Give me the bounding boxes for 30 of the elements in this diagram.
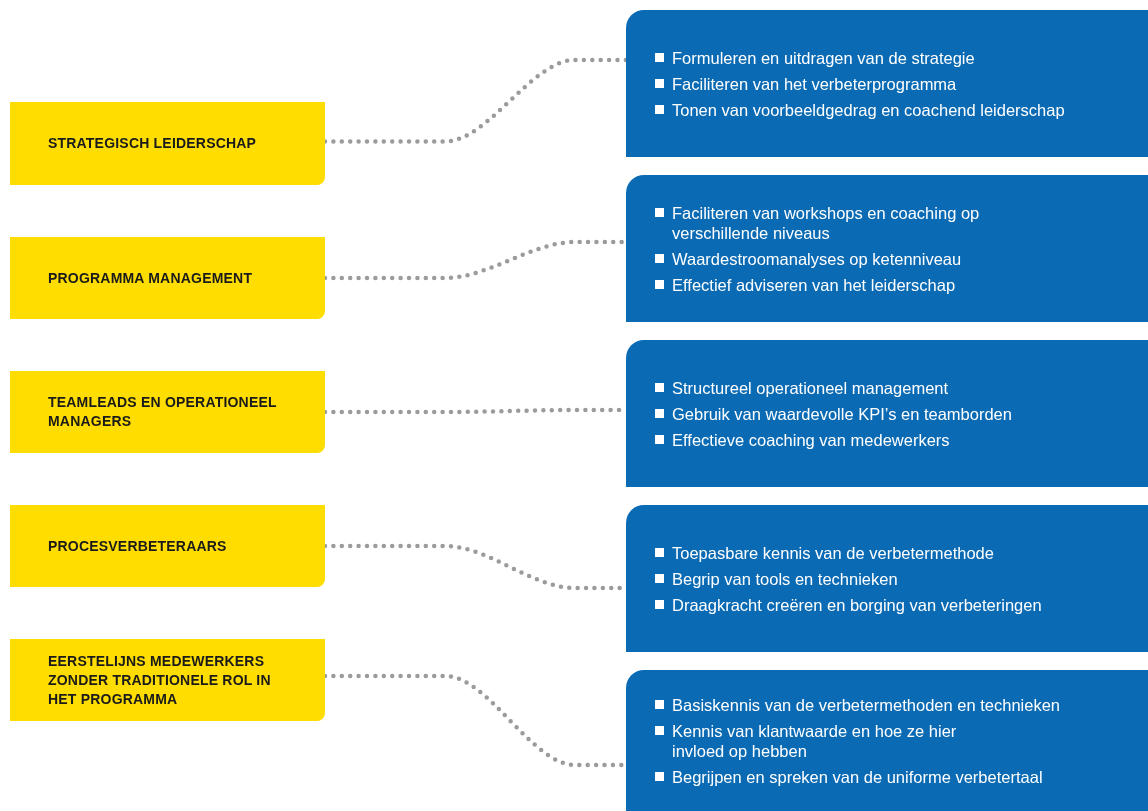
role-label: STRATEGISCH LEIDERSCHAP [48,134,258,153]
role-box [10,505,325,587]
competency-panel [626,340,1148,487]
competency-item: Formuleren en uitdragen van de strategie [672,47,1148,68]
competency-item: Tonen van voorbeeldgedrag en coachend leiderschap [672,99,1148,120]
competency-item: Kennis van klantwaarde en hoe ze hier invloed op hebben [672,720,962,761]
competency-panel [626,505,1148,652]
role-box [10,639,325,721]
competency-panel [626,175,1148,322]
competency-item: Basiskennis van de verbetermethoden en technieken [672,694,1148,715]
role-box [10,371,325,453]
competency-item: Faciliteren van het verbeterprogramma [672,73,1148,94]
role-label: PROCESVERBETERAARS [48,536,228,556]
competency-item: Waardestroomanalyses op ketenniveau [672,248,1148,269]
competency-item: Structureel operationeel management [672,377,1148,398]
competency-item: Gebruik van waardevolle KPI’s en teamborden [672,403,1148,424]
competency-item: Draagkracht creëren en borging van verbeteringen [672,594,1148,615]
role-box [10,102,325,185]
competency-item: Toepasbare kennis van de verbetermethode [672,542,1148,563]
competency-item: Begrip van tools en technieken [672,568,1148,589]
role-label: PROGRAMMA MANAGEMENT [48,268,254,288]
role-box [10,237,325,319]
competency-item: Effectieve coaching van medewerkers [672,429,1148,450]
competency-item: Effectief adviseren van het leiderschap [672,274,1148,295]
competency-panel [626,670,1148,811]
competency-panel [626,10,1148,157]
role-label: TEAMLEADS EN OPERATIONEEL MANAGERS [48,393,278,431]
role-label: EERSTELIJNS MEDEWERKERS ZONDER TRADITIONELE ROL IN HET PROGRAMMA [48,651,272,709]
competency-item: Faciliteren van workshops en coaching op verschillende niveaus [672,202,1002,243]
competency-item: Begrijpen en spreken van de uniforme verbetertaal [672,766,1148,787]
